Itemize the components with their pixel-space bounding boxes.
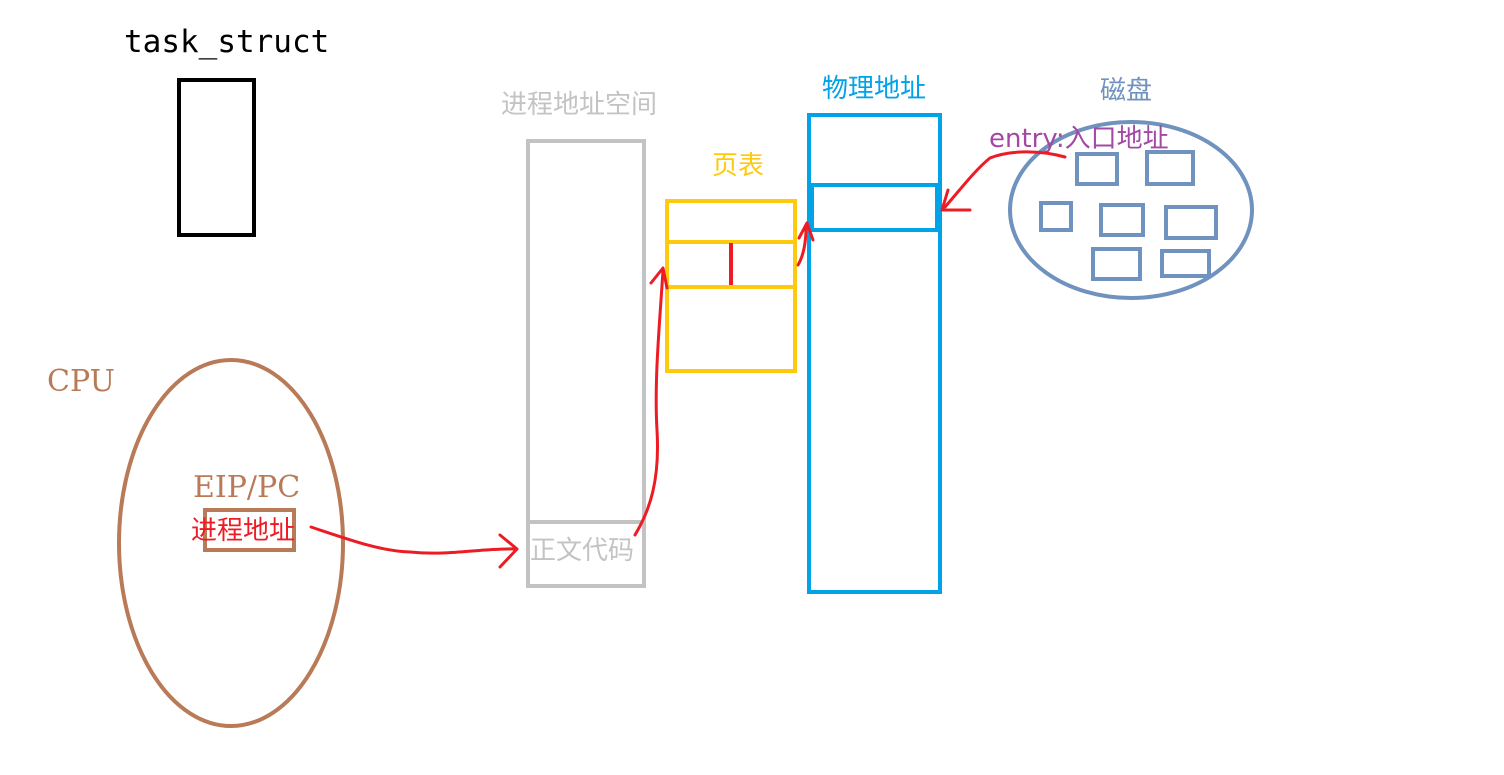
arrow-text-code-to-page-table xyxy=(633,268,665,537)
eip-register-box xyxy=(203,508,296,552)
arrow-process-to-text-code xyxy=(309,525,517,555)
entry-address-label: entry:入口地址 xyxy=(989,124,1169,154)
translation-arrows xyxy=(309,150,1067,569)
cpu-ellipse xyxy=(117,358,345,728)
disk-blocks xyxy=(1039,150,1218,281)
disk-block xyxy=(1091,247,1142,281)
eip-pc-label: EIP/PC xyxy=(193,470,300,505)
process-address-label: 进程地址 xyxy=(191,516,295,546)
address-space-box xyxy=(526,139,646,588)
page-table-label: 页表 xyxy=(712,151,764,181)
disk-block xyxy=(1160,249,1211,278)
disk-label: 磁盘 xyxy=(1100,76,1152,106)
arrowhead-physical xyxy=(797,221,815,242)
disk-block xyxy=(1099,203,1145,237)
task-struct-label: task_struct xyxy=(124,24,329,60)
text-code-label: 正文代码 xyxy=(530,536,634,566)
arrow-page-table-to-physical xyxy=(796,226,808,267)
disk-ellipse xyxy=(1008,120,1254,300)
physical-memory-box xyxy=(807,113,942,594)
task-struct-box xyxy=(177,78,256,237)
arrowhead-text-code xyxy=(498,533,519,569)
physical-address-label: 物理地址 xyxy=(822,74,926,104)
disk-block xyxy=(1075,152,1119,186)
cpu-label: CPU xyxy=(47,364,115,399)
arrow-disk-to-physical xyxy=(943,150,1067,209)
disk-block xyxy=(1039,201,1073,232)
disk-block xyxy=(1164,205,1218,240)
address-space-label: 进程地址空间 xyxy=(501,90,657,120)
arrowhead-page-table xyxy=(649,266,669,290)
arrowhead-disk-physical xyxy=(940,188,972,212)
disk-block xyxy=(1145,150,1195,186)
physical-page-frame xyxy=(810,183,939,232)
